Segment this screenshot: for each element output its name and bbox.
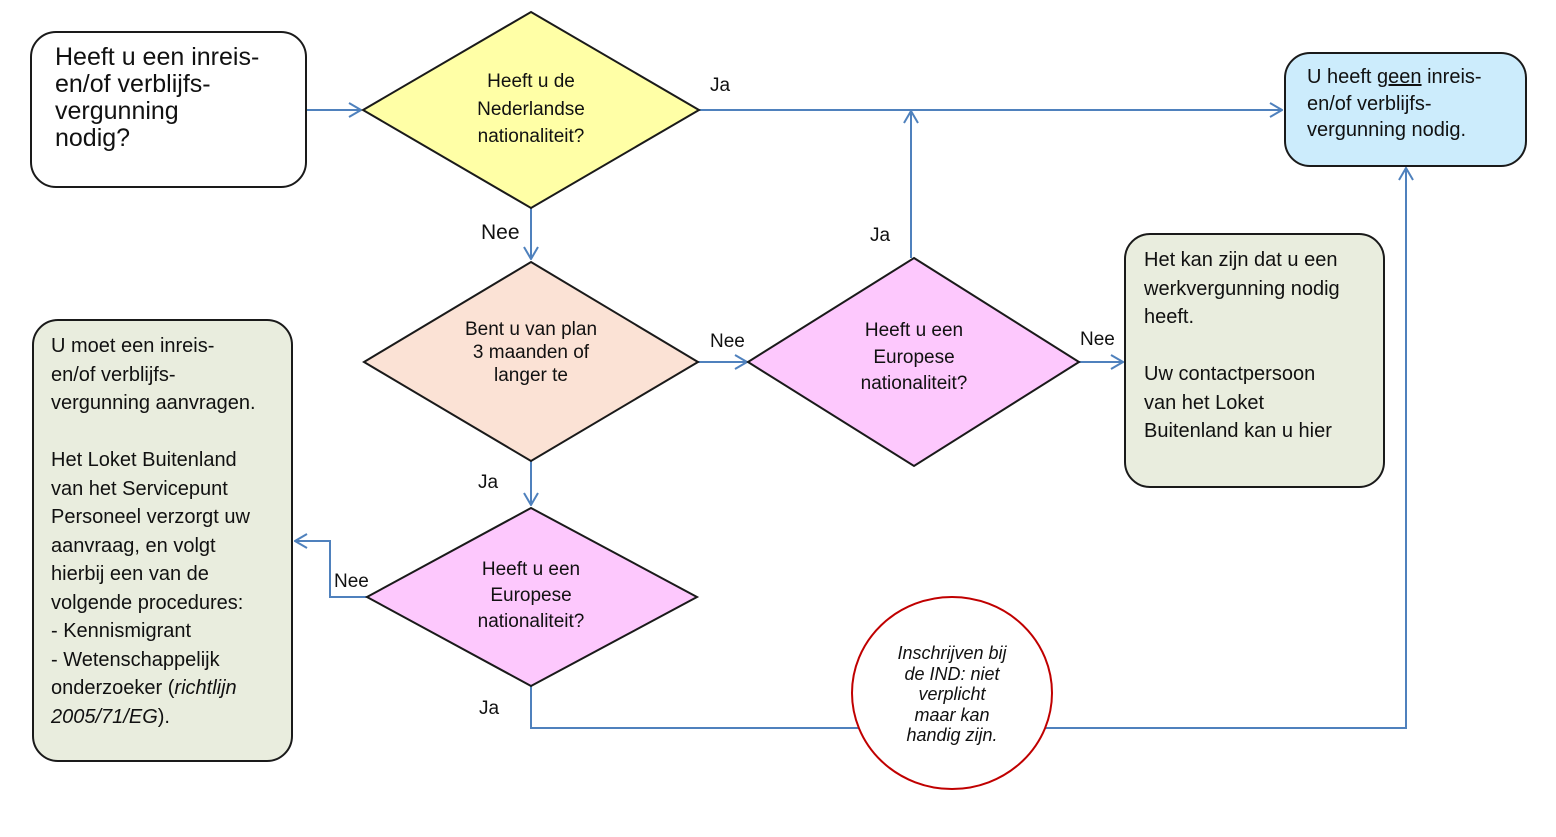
decision-diamond-europees-midden [746,256,1081,468]
label-ja-nederlandse: Ja [710,75,731,96]
start-question-box [30,31,307,188]
start-question-text: Heeft u een inreis- en/of verblijfs- ver… [55,43,260,152]
label-ja-drie-maanden: Ja [478,472,499,493]
decision-diamond-europees-onder [364,506,700,688]
decision-text-drie-maanden: Bent u van plan 3 maanden of langer te [464,319,598,386]
result-werkvergunning-box [1124,233,1385,488]
note-circle-ind [851,596,1053,790]
result-aanvragen-text: U moet een inreis- en/of verblijfs- verg… [51,332,289,731]
result-aanvragen-tail: ). [157,705,170,728]
result-geen-vergunning-box [1284,52,1527,167]
result-geen-underlined: geen [1377,66,1422,88]
label-nee-europees-midden: Nee [1080,329,1115,350]
decision-diamond-drie-maanden [362,260,700,463]
label-ja-europees-onder: Ja [479,698,500,719]
decision-text-nederlandse: Heeft u de Nederlandse nationaliteit? [477,71,585,147]
decision-text-europees-midden: Heeft u een Europese nationaliteit? [860,320,968,394]
connector-europees-onder-nee [295,541,367,598]
label-nee-nederlandse: Nee [481,221,520,244]
result-geen-prefix: U heeft [1307,66,1378,88]
result-geen-suffix: inreis- en/of verblijfs- vergunning nodi… [1307,66,1482,141]
result-werkvergunning-text: Het kan zijn dat u een werkvergunning no… [1144,249,1340,442]
result-aanvragen-box [32,319,293,762]
label-nee-drie-maanden: Nee [710,331,745,352]
result-aanvragen-main: U moet een inreis- en/of verblijfs- verg… [51,335,256,699]
decision-text-europees-onder: Heeft u een Europese nationaliteit? [477,559,585,632]
label-nee-europees-onder: Nee [334,571,369,592]
label-ja-europees-midden: Ja [870,225,891,246]
result-geen-vergunning-text: U heeft geen inreis- en/of verblijfs- ve… [1307,64,1522,144]
result-aanvragen-richtlijn: richtlijn 2005/71/EG [51,677,237,728]
decision-diamond-nederlandse [361,10,701,210]
note-ind-text: Inschrijven bij de IND: niet verplicht m… [897,643,1007,745]
